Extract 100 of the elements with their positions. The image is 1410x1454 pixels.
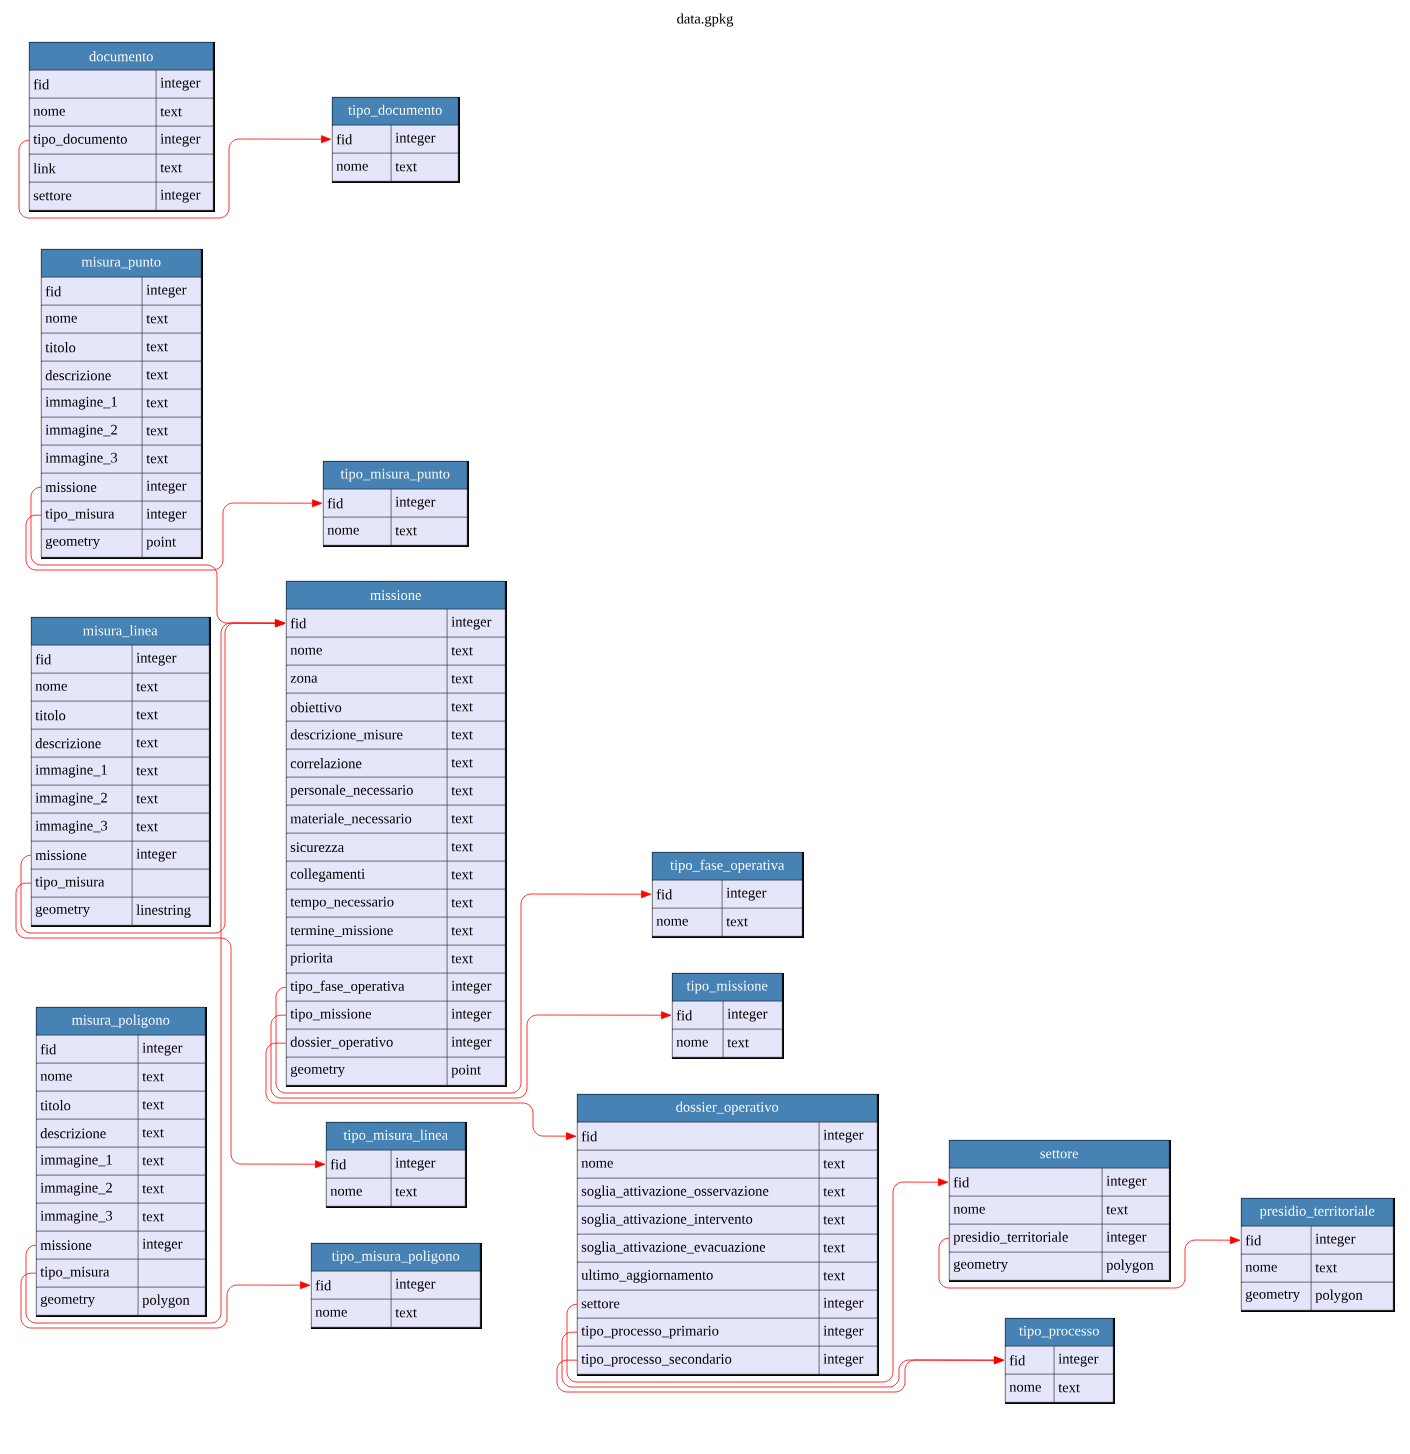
table-cell: integer [391, 1271, 481, 1300]
table-cell: text [1102, 1196, 1170, 1225]
table-cell: nome [36, 1063, 139, 1092]
table-cell: text [142, 445, 202, 474]
table-cell: text [447, 637, 506, 666]
table-cell: text [447, 693, 506, 722]
table-cell: integer [142, 473, 202, 502]
table-cell: text [447, 777, 506, 806]
table-cell: linestring [132, 897, 210, 926]
table-cell: geometry [31, 897, 133, 926]
table-header: settore [949, 1140, 1170, 1169]
table-cell: text [132, 673, 210, 702]
table-cell: descrizione [41, 361, 143, 390]
table-cell: geometry [36, 1287, 139, 1316]
table-cell: nome [31, 673, 133, 702]
table-cell: text [142, 417, 202, 446]
table-header: tipo_fase_operativa [652, 852, 803, 881]
table-cell: integer [447, 609, 506, 638]
table-cell: text [138, 1063, 206, 1092]
table-header: misura_poligono [36, 1007, 206, 1036]
table-cell: nome [323, 517, 392, 546]
arrow [566, 1178, 949, 1383]
table-cell: text [138, 1175, 206, 1204]
diagram-title: data.gpkg [677, 13, 734, 27]
table-cell: fid [1241, 1226, 1312, 1255]
table-cell: geometry [1241, 1282, 1312, 1311]
arrow [25, 499, 323, 571]
table-cell: text [138, 1091, 206, 1120]
table-cell: text [132, 785, 210, 814]
table-cell: immagine_2 [36, 1175, 139, 1204]
table-header: tipo_misura_poligono [311, 1243, 481, 1272]
table-cell: polygon [138, 1287, 206, 1316]
table-cell: immagine_3 [31, 813, 133, 842]
arrow [265, 1042, 577, 1141]
table-cell: text [391, 153, 459, 182]
table-cell: text [142, 333, 202, 362]
table-cell: text [156, 98, 214, 127]
table-cell: nome [652, 908, 723, 937]
table-cell: integer [1102, 1168, 1170, 1197]
table-cell: immagine_3 [36, 1203, 139, 1232]
table-cell: integer [447, 973, 506, 1002]
table-cell: integer [132, 841, 210, 870]
table-cell: text [132, 757, 210, 786]
arrow [938, 1236, 1241, 1289]
table-cell: fid [41, 277, 143, 306]
table-cell: immagine_1 [36, 1147, 139, 1176]
table-cell: fid [311, 1271, 392, 1300]
table-cell: integer [1054, 1346, 1114, 1375]
table-cell: descrizione [36, 1119, 139, 1148]
table-cell: immagine_1 [41, 389, 143, 418]
table-cell: nome [41, 305, 143, 334]
table-cell: text [447, 917, 506, 946]
table-cell: integer [1311, 1226, 1394, 1255]
arrow [20, 1272, 311, 1329]
table-cell: fid [672, 1001, 724, 1030]
table-cell: immagine_2 [41, 417, 143, 446]
table-cell: titolo [36, 1091, 139, 1120]
table-cell: nome [1005, 1374, 1055, 1403]
table-header: tipo_missione [672, 973, 783, 1002]
table-cell: text [447, 861, 506, 890]
table-cell: integer [138, 1231, 206, 1260]
table-cell: text [447, 945, 506, 974]
table-cell: text [142, 389, 202, 418]
table-cell: integer [142, 277, 202, 306]
table-cell: integer [819, 1318, 878, 1347]
table-cell: integer [447, 1029, 506, 1058]
table-cell: text [447, 833, 506, 862]
table-cell: titolo [31, 701, 133, 730]
table-cell: integer [391, 1150, 466, 1179]
table-cell: point [447, 1057, 506, 1086]
table-cell: fid [31, 645, 133, 674]
table-cell: integer [156, 182, 214, 211]
table-cell: integer [391, 489, 468, 518]
table-cell: text [391, 1178, 466, 1207]
table-cell: integer [723, 1001, 783, 1030]
table-cell: tipo_misura [41, 501, 143, 530]
table-cell: integer [819, 1290, 878, 1319]
table-cell: immagine_2 [31, 785, 133, 814]
table-cell: integer [722, 880, 803, 909]
table-cell: text [819, 1262, 878, 1291]
table-header: documento [29, 42, 214, 71]
table-cell: tipo_misura [31, 869, 133, 898]
table-cell: fid [1005, 1346, 1055, 1375]
table-cell: text [138, 1147, 206, 1176]
table-cell: nome [672, 1029, 724, 1058]
table-cell: text [391, 517, 468, 546]
table-header: presidio_territoriale [1241, 1198, 1394, 1227]
table-cell: immagine_3 [41, 445, 143, 474]
table-cell: integer [391, 125, 459, 154]
table-cell: integer [819, 1346, 878, 1375]
table-cell: text [391, 1299, 481, 1328]
table-cell: missione [31, 841, 133, 870]
table-header: tipo_misura_punto [323, 461, 468, 490]
table-cell: polygon [1311, 1282, 1394, 1311]
arrow [25, 619, 286, 1324]
table-cell: integer [447, 1001, 506, 1030]
arrow [275, 890, 652, 1094]
arrow [15, 882, 326, 1169]
table-cell: polygon [1102, 1252, 1170, 1281]
table-cell: text [819, 1150, 878, 1179]
